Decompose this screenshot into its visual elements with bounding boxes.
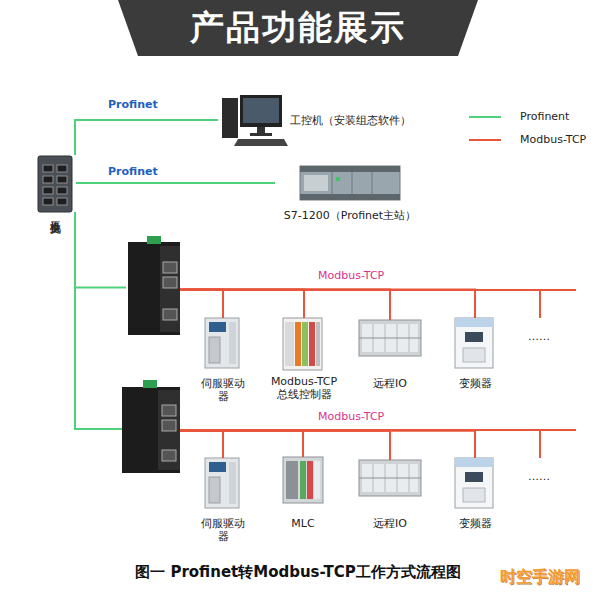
switch-port bbox=[57, 198, 67, 205]
gateway-terminal bbox=[147, 236, 161, 244]
modbus-line bbox=[180, 289, 223, 318]
gateway-port bbox=[163, 309, 177, 320]
pc-monitor bbox=[240, 95, 282, 127]
pc-node: 工控机（安装组态软件） bbox=[218, 92, 418, 148]
pc-screen bbox=[243, 98, 279, 123]
pc-keyboard bbox=[234, 139, 288, 146]
node-label: 工控机（安装组态软件） bbox=[290, 114, 418, 127]
page-title: 产品功能展示 bbox=[0, 7, 596, 47]
legend-line-sample bbox=[468, 133, 502, 147]
gateway-port bbox=[163, 277, 177, 288]
plc-cpu-panel bbox=[304, 175, 328, 191]
gateway-terminal bbox=[143, 380, 157, 388]
switch-port bbox=[43, 165, 53, 172]
remote-io-picture bbox=[359, 460, 421, 496]
legend-row: Profinent bbox=[468, 110, 593, 124]
edge-label: Profinet bbox=[108, 98, 158, 112]
bus-label: Modbus-TCP bbox=[318, 268, 388, 284]
device-node: Modbus-TCP 总线控制器 bbox=[268, 318, 340, 404]
plc-node: S7-1200（Profinet主站） bbox=[275, 165, 425, 223]
watermark: 时空手游网 bbox=[500, 569, 592, 585]
remote-io-picture bbox=[359, 320, 421, 356]
modbus-drop-line bbox=[539, 430, 541, 458]
node-label: S7-1200（Profinet主站） bbox=[275, 209, 425, 222]
bus-controller-picture bbox=[283, 318, 322, 370]
modbus-line bbox=[180, 289, 304, 318]
legend-line bbox=[469, 139, 501, 141]
device-node: 远程IO bbox=[358, 320, 422, 390]
legend-row: Modbus-TCP bbox=[468, 133, 593, 147]
switch-port bbox=[43, 176, 53, 183]
gateway-front bbox=[160, 246, 180, 332]
plc-led bbox=[336, 177, 340, 181]
switch-port bbox=[57, 176, 67, 183]
bus-label: Modbus-TCP bbox=[318, 409, 388, 425]
profinet-line bbox=[75, 212, 126, 288]
gateway-body bbox=[128, 242, 180, 335]
pc-tower bbox=[222, 98, 238, 138]
node-label: Modbus-TCP 总线控制器 bbox=[268, 375, 340, 401]
node-label: 远程IO bbox=[358, 517, 422, 530]
pc-stand-base bbox=[250, 133, 272, 136]
switch-port bbox=[43, 187, 53, 194]
more-devices-mark: …… bbox=[528, 469, 568, 485]
switch-port bbox=[57, 165, 67, 172]
switch-body bbox=[38, 156, 72, 212]
profinet-line bbox=[75, 120, 218, 155]
node-label: 变频器 bbox=[450, 517, 500, 530]
modbus-line bbox=[180, 431, 303, 457]
legend-text: Modbus-TCP bbox=[520, 133, 586, 147]
node-label: 伺服驱动器 bbox=[197, 377, 249, 403]
modbus-line bbox=[180, 289, 390, 320]
plc-module-edge bbox=[332, 172, 333, 194]
gateway-port bbox=[162, 450, 176, 461]
gateway-front bbox=[158, 390, 180, 470]
profinet-line bbox=[76, 182, 275, 184]
modbus-line bbox=[180, 289, 475, 318]
switch-port bbox=[57, 187, 67, 194]
device-node: 变频器 bbox=[450, 318, 500, 390]
servo-drive-picture bbox=[205, 458, 239, 508]
gateway-port bbox=[163, 262, 177, 273]
modbus-line bbox=[180, 431, 223, 458]
device-node: 变频器 bbox=[450, 458, 500, 530]
mlc-picture bbox=[283, 457, 323, 503]
node-label: 远程IO bbox=[358, 377, 422, 390]
modbus-drop-line bbox=[539, 290, 541, 318]
device-node: 远程IO bbox=[358, 460, 422, 530]
plc-body bbox=[300, 166, 400, 200]
switch-port bbox=[43, 198, 53, 205]
profinet-line bbox=[75, 212, 122, 429]
legend-line bbox=[469, 116, 501, 118]
gateway-node bbox=[126, 240, 180, 335]
plc-module-edge bbox=[372, 172, 373, 194]
plc-module-edge bbox=[352, 172, 353, 194]
pc-stand bbox=[257, 127, 265, 133]
gateway-port bbox=[162, 420, 176, 431]
gateway-port bbox=[162, 405, 176, 416]
device-node: 伺服驱动器 bbox=[197, 458, 249, 530]
plc-terminal bbox=[300, 166, 400, 172]
gateway-node bbox=[122, 385, 180, 473]
device-node: MLC bbox=[275, 457, 331, 530]
more-devices-mark: …… bbox=[528, 329, 568, 345]
legend-text: Profinent bbox=[520, 110, 569, 124]
servo-drive-picture bbox=[205, 318, 239, 368]
plc-terminal bbox=[300, 194, 400, 200]
legend-line-sample bbox=[468, 110, 502, 124]
inverter-picture bbox=[455, 318, 493, 368]
node-label: 伺服驱动器 bbox=[197, 517, 249, 543]
device-node: 伺服驱动器 bbox=[197, 318, 249, 390]
edge-label: Profinet bbox=[108, 165, 158, 179]
node-label: MLC bbox=[275, 517, 331, 530]
modbus-line bbox=[180, 431, 390, 460]
switch-node: 工业交换机 bbox=[36, 155, 76, 267]
inverter-picture bbox=[455, 458, 493, 508]
gateway-body bbox=[122, 387, 180, 473]
modbus-line bbox=[180, 431, 475, 458]
node-label: 变频器 bbox=[450, 377, 500, 390]
